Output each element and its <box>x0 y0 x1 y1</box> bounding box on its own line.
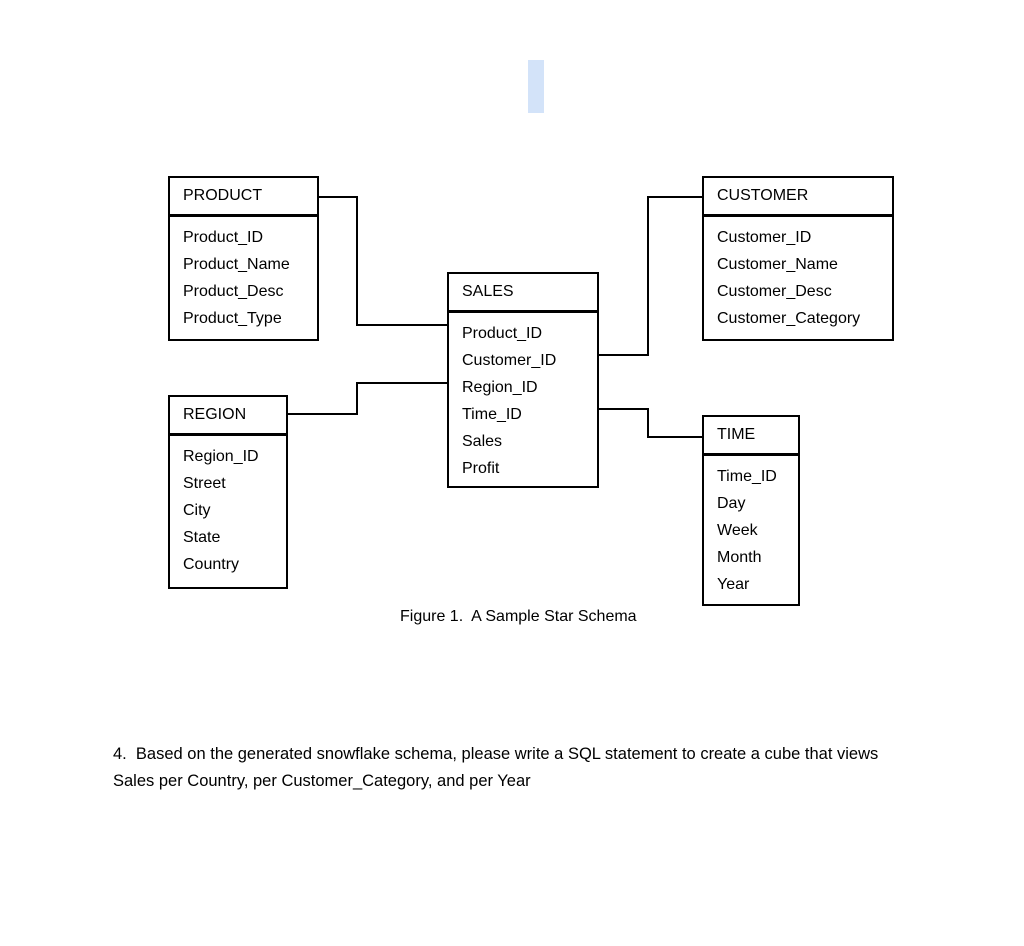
connector-product-sales <box>318 196 450 326</box>
entity-customer-fields: Customer_ID Customer_Name Customer_Desc … <box>704 217 892 332</box>
connector-region-sales <box>287 382 450 415</box>
figure-caption: Figure 1. A Sample Star Schema <box>400 608 637 625</box>
field-row: Product_Desc <box>183 283 284 300</box>
entity-product-title: PRODUCT <box>170 178 317 217</box>
field-row: Product_ID <box>462 325 543 342</box>
field-row: Time_ID <box>717 468 777 485</box>
field-row: Product_ID <box>183 229 264 246</box>
field-row: Customer_Desc <box>717 283 832 300</box>
entity-region-fields: Region_ID Street City State Country <box>170 436 286 578</box>
field-row: Sales <box>462 433 503 450</box>
field-row: State <box>183 529 221 546</box>
entity-product: PRODUCT Product_ID Product_Name Product_… <box>168 176 319 341</box>
highlight-rect <box>528 60 544 113</box>
entity-sales: SALES Product_ID Customer_ID Region_ID T… <box>447 272 599 488</box>
field-row: Week <box>717 522 758 539</box>
question-text: 4. Based on the generated snowflake sche… <box>113 741 953 795</box>
connector-sales-time <box>596 408 704 438</box>
field-row: Customer_Name <box>717 256 838 273</box>
entity-region-title: REGION <box>170 397 286 436</box>
field-row: Customer_ID <box>462 352 557 369</box>
field-row: Product_Name <box>183 256 290 273</box>
entity-customer-title: CUSTOMER <box>704 178 892 217</box>
field-row: Product_Type <box>183 310 282 327</box>
entity-sales-fields: Product_ID Customer_ID Region_ID Time_ID… <box>449 313 597 482</box>
field-row: Customer_Category <box>717 310 861 327</box>
field-row: Region_ID <box>462 379 538 396</box>
question-line-2: Sales per Country, per Customer_Category… <box>113 772 531 790</box>
entity-time: TIME Time_ID Day Week Month Year <box>702 415 800 606</box>
entity-region: REGION Region_ID Street City State Count… <box>168 395 288 589</box>
field-row: Region_ID <box>183 448 259 465</box>
question-line-1: 4. Based on the generated snowflake sche… <box>113 745 879 763</box>
field-row: Customer_ID <box>717 229 812 246</box>
field-row: Year <box>717 576 750 593</box>
field-row: Profit <box>462 460 500 477</box>
entity-product-fields: Product_ID Product_Name Product_Desc Pro… <box>170 217 317 332</box>
connector-sales-customer <box>596 196 704 356</box>
field-row: Time_ID <box>462 406 522 423</box>
field-row: Month <box>717 549 762 566</box>
field-row: Street <box>183 475 226 492</box>
field-row: Country <box>183 556 240 573</box>
field-row: Day <box>717 495 746 512</box>
entity-sales-title: SALES <box>449 274 597 313</box>
entity-time-title: TIME <box>704 417 798 456</box>
entity-time-fields: Time_ID Day Week Month Year <box>704 456 798 598</box>
field-row: City <box>183 502 211 519</box>
entity-customer: CUSTOMER Customer_ID Customer_Name Custo… <box>702 176 894 341</box>
